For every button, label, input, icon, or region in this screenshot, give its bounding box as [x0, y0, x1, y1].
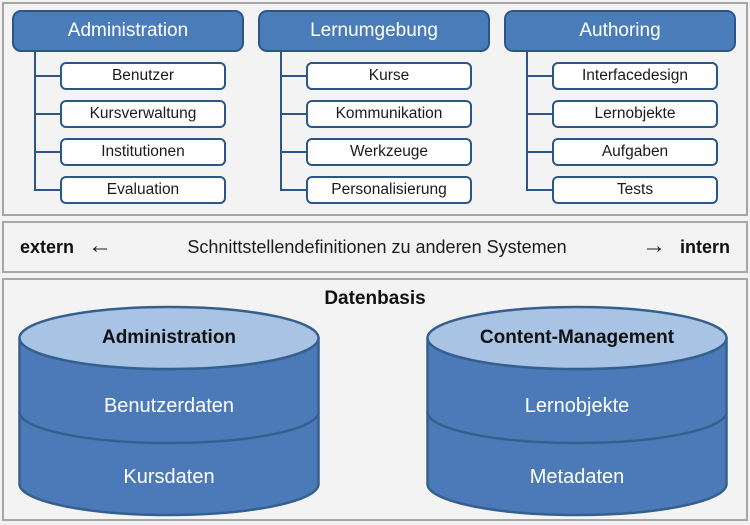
connector-stub — [280, 151, 306, 153]
module-item-kursverwaltung: Kursverwaltung — [60, 100, 226, 128]
cylinder-band-label: Lernobjekte — [524, 395, 630, 417]
tree-row: Institutionen — [12, 138, 244, 166]
cylinder-top-ellipse — [426, 305, 728, 371]
connector-stub — [34, 113, 60, 115]
database-title: Datenbasis — [324, 288, 426, 309]
module-item-evaluation: Evaluation — [60, 176, 226, 204]
left-arrow-icon: ← — [88, 231, 113, 259]
tree-row: Evaluation — [12, 176, 244, 204]
tree-row: Aufgaben — [504, 138, 736, 166]
module-item-werkzeuge: Werkzeuge — [306, 138, 472, 166]
tree-row: Werkzeuge — [258, 138, 490, 166]
module-item-tests: Tests — [552, 176, 718, 204]
database-panel: Datenbasis Administration Benutzerdaten … — [2, 278, 748, 521]
module-children-lernumgebung: Kurse Kommunikation Werkzeuge Personalis… — [258, 52, 490, 204]
tree-row: Kurse — [258, 62, 490, 90]
module-item-kurse: Kurse — [306, 62, 472, 90]
connector-vline — [526, 52, 528, 191]
connector-stub — [526, 113, 552, 115]
cylinder-band-separator — [426, 411, 728, 445]
cylinder-graphic — [426, 305, 728, 517]
cylinder-top-ellipse — [18, 305, 320, 371]
module-column-authoring: Authoring Interfacedesign Lernobjekte Au… — [504, 10, 736, 208]
cylinder-band-separator — [18, 411, 320, 445]
database-cylinder-content-management: Content-Management Lernobjekte Metadaten — [426, 300, 728, 518]
module-children-authoring: Interfacedesign Lernobjekte Aufgaben Tes… — [504, 52, 736, 204]
module-item-interfacedesign: Interfacedesign — [552, 62, 718, 90]
connector-stub — [34, 151, 60, 153]
cylinder-band-label: Benutzerdaten — [103, 395, 235, 417]
cylinder-label: Administration — [101, 327, 237, 348]
module-item-aufgaben: Aufgaben — [552, 138, 718, 166]
module-header-lernumgebung: Lernumgebung — [258, 10, 490, 52]
module-header-administration: Administration — [12, 10, 244, 52]
connector-vline — [34, 52, 36, 191]
tree-row: Kommunikation — [258, 100, 490, 128]
tree-row: Kursverwaltung — [12, 100, 244, 128]
interface-bar: extern ← Schnittstellendefinitionen zu a… — [2, 221, 748, 273]
tree-row: Interfacedesign — [504, 62, 736, 90]
modules-panel: Administration Benutzer Kursverwaltung I… — [2, 2, 748, 216]
connector-stub — [526, 151, 552, 153]
cylinder-band-label: Kursdaten — [123, 466, 215, 488]
cylinder-band-label: Metadaten — [529, 466, 625, 488]
module-column-lernumgebung: Lernumgebung Kurse Kommunikation Werkzeu… — [258, 10, 490, 208]
connector-stub — [280, 75, 306, 77]
tree-row: Lernobjekte — [504, 100, 736, 128]
cylinder-label: Content-Management — [479, 327, 675, 348]
tree-row: Benutzer — [12, 62, 244, 90]
connector-stub — [34, 189, 60, 191]
module-item-institutionen: Institutionen — [60, 138, 226, 166]
module-header-authoring: Authoring — [504, 10, 736, 52]
right-arrow-icon: → — [641, 231, 666, 259]
connector-stub — [280, 189, 306, 191]
interface-bar-text: Schnittstellendefinitionen zu anderen Sy… — [187, 236, 567, 257]
module-item-personalisierung: Personalisierung — [306, 176, 472, 204]
connector-vline — [280, 52, 282, 191]
module-item-lernobjekte: Lernobjekte — [552, 100, 718, 128]
module-column-administration: Administration Benutzer Kursverwaltung I… — [12, 10, 244, 208]
connector-stub — [280, 113, 306, 115]
database-cylinder-administration: Administration Benutzerdaten Kursdaten — [18, 300, 320, 518]
module-item-benutzer: Benutzer — [60, 62, 226, 90]
connector-stub — [526, 75, 552, 77]
module-item-kommunikation: Kommunikation — [306, 100, 472, 128]
extern-label: extern — [20, 236, 75, 257]
connector-stub — [34, 75, 60, 77]
tree-row: Personalisierung — [258, 176, 490, 204]
connector-stub — [526, 189, 552, 191]
tree-row: Tests — [504, 176, 736, 204]
module-children-administration: Benutzer Kursverwaltung Institutionen Ev… — [12, 52, 244, 204]
cylinder-graphic — [18, 305, 320, 517]
intern-label: intern — [679, 236, 730, 257]
